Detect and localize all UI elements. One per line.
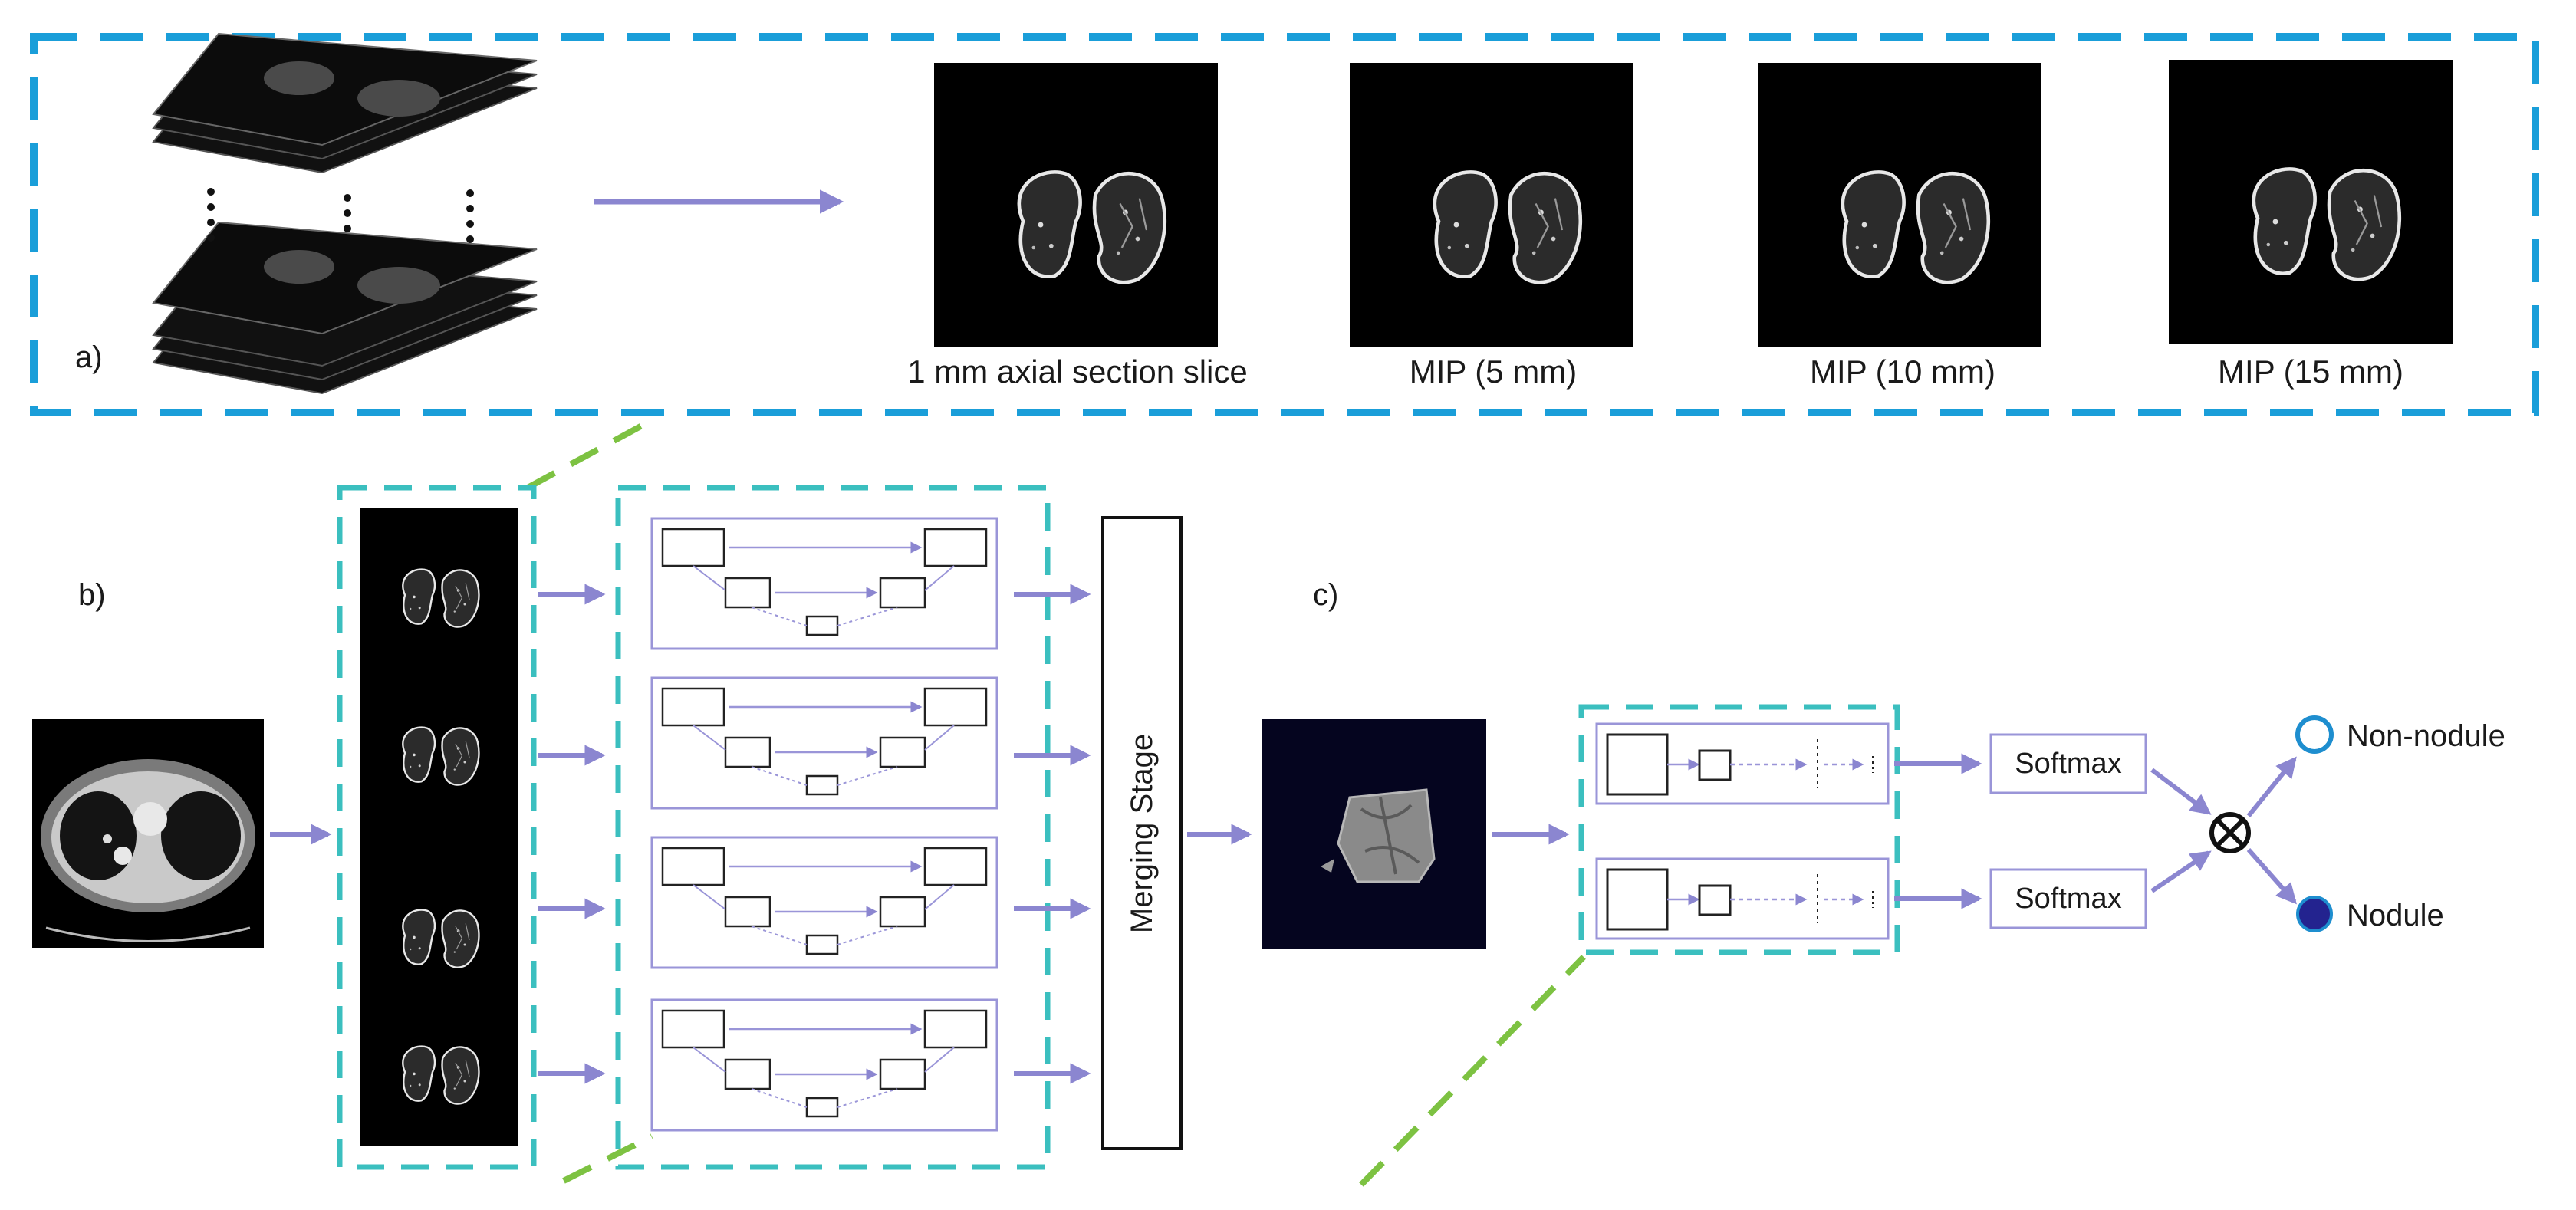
panel-a-border: [30, 33, 2539, 416]
softmax-box-2: [1989, 868, 2147, 929]
nodule-label: Nodule: [2347, 899, 2444, 932]
caption-1mm-slice: 1 mm axial section slice: [907, 353, 1248, 390]
unet-group-border: [615, 485, 1051, 1170]
3d-nodule-render-icon: [1262, 719, 1486, 949]
zoom-line-top: [526, 417, 653, 491]
zoom-line-bottom-right: [1359, 955, 1586, 1187]
nodule-marker: [2296, 896, 2333, 932]
arrow-softmax-1: [2150, 768, 2212, 815]
lung-slice-icon: [1758, 63, 2041, 347]
projection-column-border: [337, 485, 537, 1170]
arrow-to-nodule: [2246, 848, 2297, 905]
non-nodule-label: Non-nodule: [2347, 719, 2505, 753]
softmax-label-2: Softmax: [2015, 883, 2122, 915]
softmax-label-1: Softmax: [2015, 748, 2122, 780]
panel-label-a: a): [75, 340, 103, 374]
lung-slice-icon: [2169, 60, 2453, 344]
panel-label-b: b): [78, 578, 106, 612]
softmax-box-1: [1989, 733, 2147, 794]
zoom-line-bottom-left: [562, 1133, 653, 1184]
caption-mip-5: MIP (5 mm): [1409, 353, 1578, 390]
projection-strip: [360, 508, 518, 1146]
merging-stage-box: [1101, 516, 1183, 1150]
classifier-group-border: [1578, 704, 1900, 955]
ct-slice-stack-icon: [152, 32, 538, 395]
lung-slice-icon: [934, 63, 1218, 347]
multiply-operator-icon: [2209, 812, 2251, 853]
merging-stage-label: Merging Stage: [1125, 733, 1159, 934]
lung-slice-icon: [1350, 63, 1633, 347]
ct-chest-scan-icon: [32, 719, 264, 948]
arrow-softmax-2: [2150, 850, 2212, 893]
caption-mip-10: MIP (10 mm): [1810, 353, 1995, 390]
arrow-to-non-nodule: [2246, 756, 2297, 817]
panel-label-c: c): [1313, 578, 1339, 612]
caption-mip-15: MIP (15 mm): [2218, 353, 2403, 390]
non-nodule-marker: [2295, 715, 2334, 754]
